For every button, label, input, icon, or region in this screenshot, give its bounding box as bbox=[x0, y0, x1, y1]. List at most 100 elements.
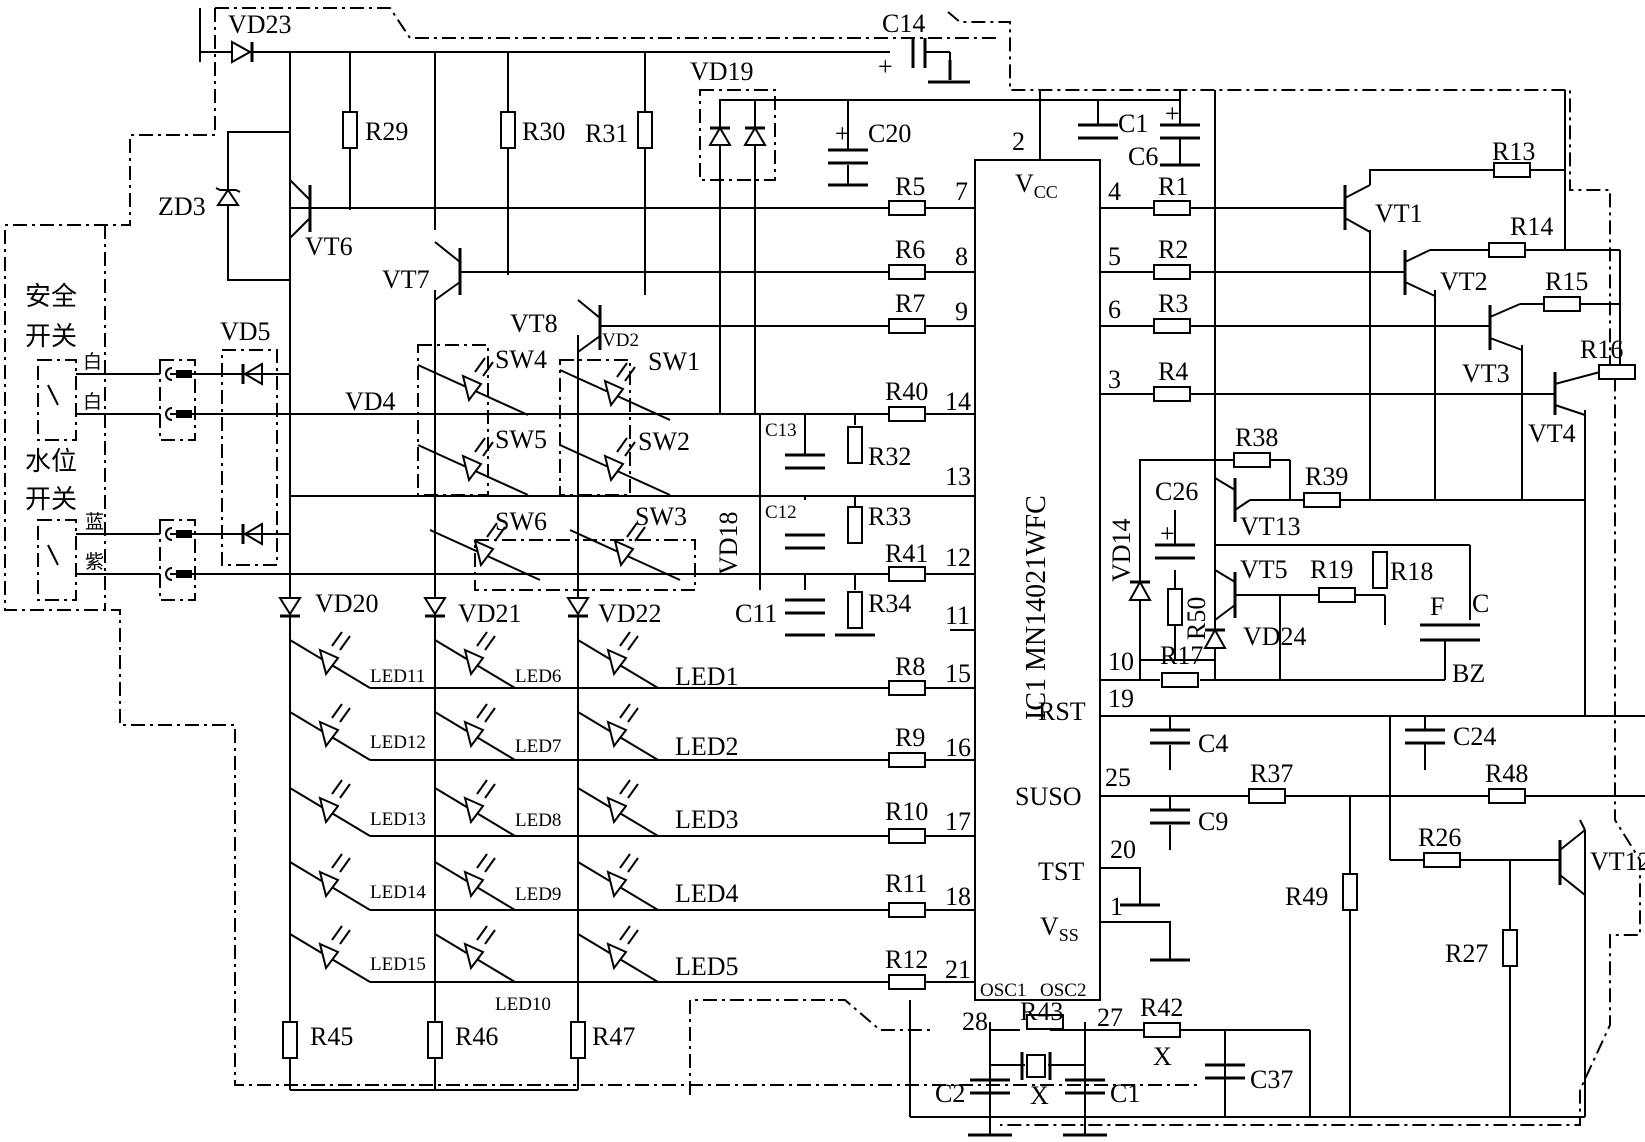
led-symbol-6 bbox=[289, 779, 371, 837]
resistor-r30 bbox=[500, 111, 516, 149]
svg-text:R30: R30 bbox=[522, 117, 565, 146]
svg-text:R6: R6 bbox=[895, 235, 925, 264]
svg-text:R50: R50 bbox=[1182, 597, 1211, 640]
svg-text:R11: R11 bbox=[885, 869, 927, 898]
svg-text:LED9: LED9 bbox=[515, 884, 561, 905]
svg-text:VT8: VT8 bbox=[510, 309, 558, 338]
svg-text:VT13: VT13 bbox=[1240, 512, 1301, 541]
resistor-r13 bbox=[1493, 162, 1531, 178]
svg-text:11: 11 bbox=[945, 601, 970, 630]
svg-text:R49: R49 bbox=[1285, 882, 1328, 911]
resistor-r45 bbox=[282, 1021, 298, 1059]
svg-text:C: C bbox=[1472, 589, 1489, 618]
svg-text:R2: R2 bbox=[1158, 235, 1188, 264]
svg-text:R10: R10 bbox=[885, 797, 928, 826]
svg-text:16: 16 bbox=[945, 733, 971, 762]
buzzer: F C BZ bbox=[1420, 589, 1489, 688]
svg-text:R12: R12 bbox=[885, 945, 928, 974]
svg-text:19: 19 bbox=[1108, 684, 1134, 713]
svg-text:LED14: LED14 bbox=[370, 882, 426, 903]
svg-text:R4: R4 bbox=[1158, 357, 1188, 386]
resistor-r9 bbox=[888, 752, 926, 768]
wiring bbox=[170, 8, 1645, 1135]
svg-text:R40: R40 bbox=[885, 377, 928, 406]
svg-text:15: 15 bbox=[945, 659, 971, 688]
svg-text:VD14: VD14 bbox=[1107, 518, 1136, 582]
led-symbol-2 bbox=[577, 631, 659, 689]
led-symbol-5 bbox=[577, 703, 659, 761]
ic-pin-osc1: OSC1 bbox=[980, 980, 1026, 1001]
svg-text:3: 3 bbox=[1108, 365, 1121, 394]
svg-text:R3: R3 bbox=[1158, 289, 1188, 318]
resistor-r49 bbox=[1342, 873, 1358, 911]
svg-text:SW6: SW6 bbox=[495, 507, 547, 536]
resistor-r8 bbox=[888, 680, 926, 696]
resistor-r4 bbox=[1153, 386, 1191, 402]
resistor-r14 bbox=[1488, 242, 1526, 258]
svg-text:X: X bbox=[1030, 1081, 1049, 1110]
svg-text:VD24: VD24 bbox=[1243, 622, 1307, 651]
resistor-r7 bbox=[888, 318, 926, 334]
svg-text:VT1: VT1 bbox=[1375, 199, 1423, 228]
svg-text:R19: R19 bbox=[1310, 555, 1353, 584]
diode-labels: VD23 ZD3 VD19 VD5 VD4 VD2 VD18 VD20 VD21… bbox=[158, 10, 1307, 651]
ic-pin-rst: RST bbox=[1038, 697, 1086, 726]
key-diode-4 bbox=[429, 522, 541, 581]
svg-text:R39: R39 bbox=[1305, 462, 1348, 491]
svg-text:C1: C1 bbox=[1118, 109, 1148, 138]
switch-labels: 安全 开关 水位 开关 白 白 蓝 紫 bbox=[25, 282, 104, 573]
svg-text:R43: R43 bbox=[1020, 997, 1063, 1026]
svg-text:28: 28 bbox=[962, 1007, 988, 1036]
resistor-r38 bbox=[1233, 452, 1271, 468]
led-symbol-0 bbox=[289, 631, 371, 689]
svg-text:LED5: LED5 bbox=[675, 952, 739, 981]
svg-text:R46: R46 bbox=[455, 1022, 498, 1051]
svg-text:C20: C20 bbox=[868, 119, 911, 148]
svg-text:7: 7 bbox=[955, 177, 968, 206]
svg-text:R16: R16 bbox=[1580, 335, 1623, 364]
ic-body bbox=[974, 159, 1101, 1001]
svg-text:R48: R48 bbox=[1485, 759, 1528, 788]
svg-text:R31: R31 bbox=[585, 119, 628, 148]
svg-text:R38: R38 bbox=[1235, 423, 1278, 452]
resistor-r47 bbox=[570, 1021, 586, 1059]
svg-text:6: 6 bbox=[1108, 295, 1121, 324]
svg-text:LED11: LED11 bbox=[370, 666, 425, 687]
svg-text:C11: C11 bbox=[735, 599, 777, 628]
resistor-r11 bbox=[888, 902, 926, 918]
svg-text:20: 20 bbox=[1110, 835, 1136, 864]
svg-text:C24: C24 bbox=[1453, 722, 1496, 751]
svg-text:+: + bbox=[878, 52, 893, 81]
resistor-r48 bbox=[1488, 788, 1526, 804]
svg-text:VD21: VD21 bbox=[458, 599, 522, 628]
svg-text:C13: C13 bbox=[765, 420, 797, 441]
svg-text:VD19: VD19 bbox=[690, 57, 754, 86]
svg-text:LED13: LED13 bbox=[370, 809, 426, 830]
svg-text:LED8: LED8 bbox=[515, 810, 561, 831]
svg-text:VT5: VT5 bbox=[1240, 555, 1288, 584]
svg-text:开关: 开关 bbox=[25, 485, 77, 515]
svg-text:LED2: LED2 bbox=[675, 732, 739, 761]
key-labels: SW4 SW1 SW5 SW2 SW6 SW3 bbox=[495, 345, 700, 536]
resistor-r39 bbox=[1303, 492, 1341, 508]
resistor-r17 bbox=[1161, 672, 1199, 688]
svg-text:LED3: LED3 bbox=[675, 805, 739, 834]
led-symbol-3 bbox=[289, 703, 371, 761]
svg-text:R18: R18 bbox=[1390, 557, 1433, 586]
resistor-r10 bbox=[888, 828, 926, 844]
svg-text:VD18: VD18 bbox=[714, 511, 743, 575]
svg-text:10: 10 bbox=[1108, 647, 1134, 676]
svg-text:R41: R41 bbox=[885, 539, 928, 568]
connectors bbox=[47, 367, 192, 581]
svg-text:VT4: VT4 bbox=[1528, 419, 1576, 448]
svg-text:R42: R42 bbox=[1140, 993, 1183, 1022]
svg-text:R5: R5 bbox=[895, 172, 925, 201]
svg-text:R47: R47 bbox=[592, 1022, 635, 1051]
key-diode-3 bbox=[559, 437, 671, 496]
svg-text:LED4: LED4 bbox=[675, 879, 739, 908]
svg-text:VD22: VD22 bbox=[598, 599, 662, 628]
led-symbol-13 bbox=[434, 925, 516, 983]
led-symbol-4 bbox=[434, 703, 516, 761]
svg-text:C37: C37 bbox=[1250, 1065, 1293, 1094]
svg-text:白: 白 bbox=[83, 391, 102, 413]
